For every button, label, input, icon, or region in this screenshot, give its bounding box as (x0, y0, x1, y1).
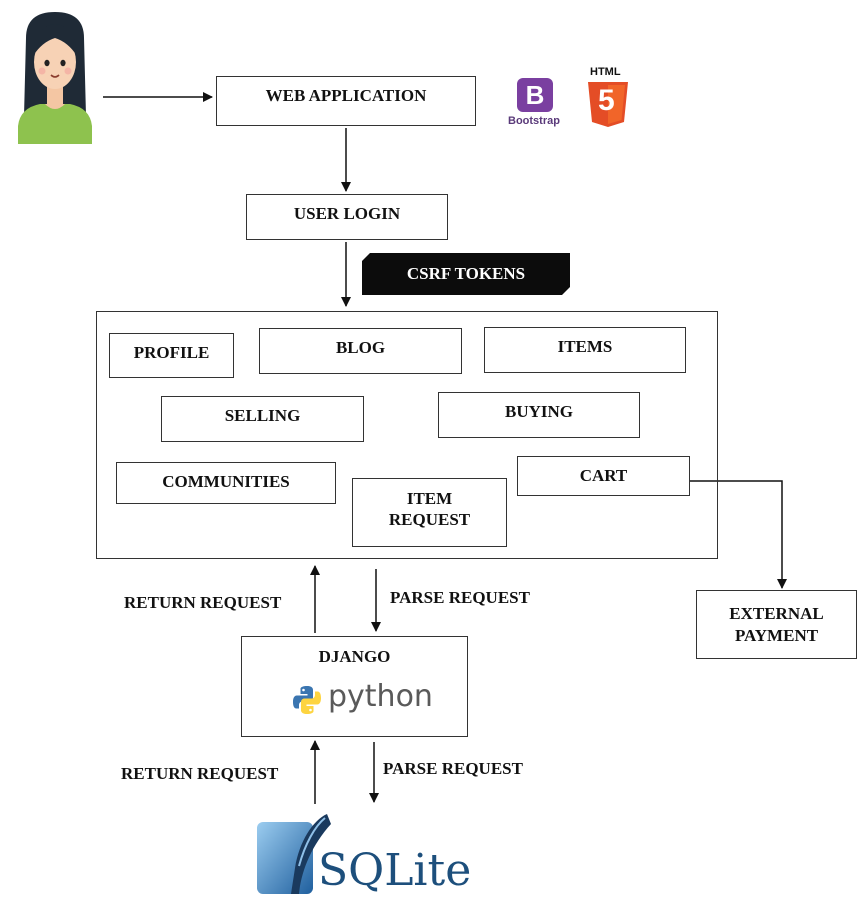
html5-logo-number: 5 (598, 84, 615, 117)
buying-box: BUYING (438, 392, 640, 438)
arrow-cart-to-payment (690, 480, 787, 589)
external-payment-box: EXTERNAL PAYMENT (696, 590, 857, 659)
python-logo-text: python (328, 679, 433, 714)
profile-box: PROFILE (109, 333, 234, 378)
sqlite-logo-text: SQLite (318, 845, 472, 896)
html5-shield-icon (588, 82, 628, 127)
bootstrap-logo-icon: B (517, 78, 553, 112)
django-label: DJANGO (318, 647, 391, 666)
user-login-box: USER LOGIN (246, 194, 448, 240)
features-container (96, 311, 718, 559)
csrf-tokens-badge: CSRF TOKENS (362, 253, 570, 295)
html5-logo-text: HTML (590, 66, 621, 78)
selling-box: SELLING (161, 396, 364, 442)
item-request-box: ITEM REQUEST (352, 478, 507, 547)
parse-request-label-2: PARSE REQUEST (383, 759, 523, 778)
return-request-label-1: RETURN REQUEST (124, 593, 282, 612)
sqlite-logo-icon (257, 814, 331, 894)
python-logo-icon (293, 686, 321, 714)
django-box: DJANGO python (241, 636, 468, 737)
web-application-box: WEB APPLICATION (216, 76, 476, 126)
blog-box: BLOG (259, 328, 462, 374)
html5-logo: HTML 5 (584, 66, 634, 130)
return-request-label-2: RETURN REQUEST (121, 764, 279, 783)
cart-box: CART (517, 456, 690, 496)
communities-box: COMMUNITIES (116, 462, 336, 504)
bootstrap-logo: B Bootstrap (506, 78, 572, 130)
bootstrap-logo-text: Bootstrap (508, 115, 560, 127)
parse-request-label-1: PARSE REQUEST (390, 588, 530, 607)
items-box: ITEMS (484, 327, 686, 373)
user-avatar-icon (18, 12, 92, 144)
